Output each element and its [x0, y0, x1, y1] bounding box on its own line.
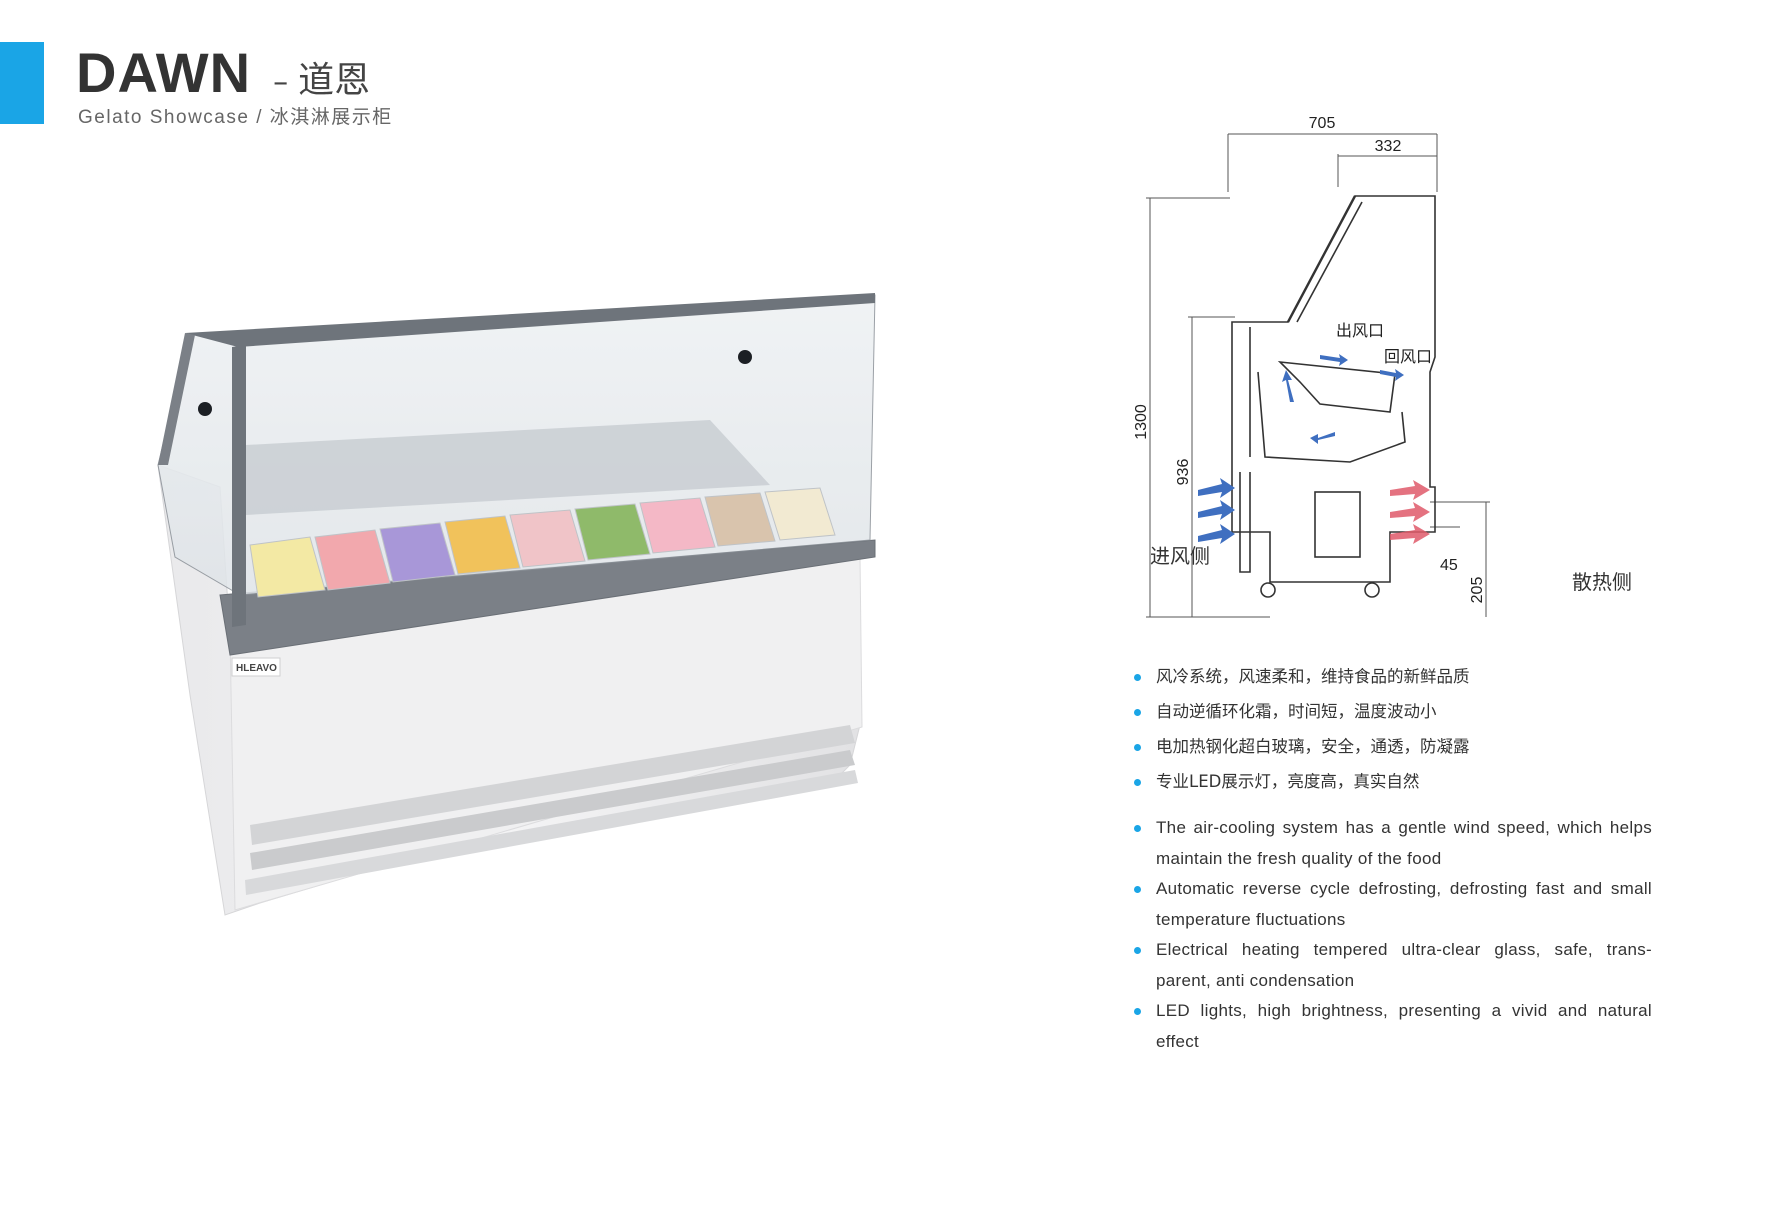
page-title: DAWN – 道恩 [76, 40, 370, 105]
wheel [1260, 582, 1276, 598]
page-subtitle: Gelato Showcase / 冰淇淋展示柜 [78, 107, 393, 128]
exhaust-arrow [1390, 480, 1430, 500]
dim-705: 705 [1309, 115, 1336, 132]
grill-louver [250, 750, 855, 870]
return-label: 回风口 [1384, 349, 1432, 366]
exhaust-side-label: 散热侧 [1572, 570, 1632, 594]
brand-plate [231, 657, 281, 677]
bullet-icon [1134, 779, 1141, 786]
exhaust-arrow [1390, 524, 1430, 544]
bullet-icon [1134, 886, 1141, 893]
airflow-arrow [1310, 432, 1335, 444]
accent-bar [0, 42, 44, 124]
intake-side-label: 进风侧 [1150, 544, 1210, 568]
title-separator: – [273, 65, 289, 100]
feature-en-item: Electrical heating tempered ultra-clear … [1132, 935, 1652, 996]
feature-en-item: The air-cooling system has a gentle wind… [1132, 813, 1652, 874]
dim-936: 936 [1175, 459, 1192, 486]
features-cn-list: 风冷系统，风速柔和，维持食品的新鲜品质 自动逆循环化霜，时间短，温度波动小 电加… [1132, 663, 1662, 803]
dim-1300: 1300 [1133, 404, 1150, 440]
inner-pan [1277, 360, 1396, 413]
bullet-icon [1134, 674, 1141, 681]
lamp [738, 350, 752, 364]
gelato-pans [249, 487, 836, 598]
compressor-box [1314, 491, 1361, 558]
bullet-icon [1134, 947, 1141, 954]
side-view-diagram: 705 332 1300 936 205 45 出风口 回风口 [1133, 115, 1490, 618]
intake-arrow [1198, 478, 1235, 498]
interior-back-wall [246, 420, 770, 515]
dim-332: 332 [1375, 138, 1402, 155]
canopy-top-frame [185, 293, 875, 347]
feature-en-item: Automatic reverse cycle defrosting, defr… [1132, 874, 1652, 935]
outlet-label: 出风口 [1336, 322, 1384, 340]
lamp [198, 402, 212, 416]
exhaust-arrow [1390, 502, 1430, 522]
airflow-arrow [1380, 369, 1404, 381]
bullet-icon [1134, 744, 1141, 751]
wheel [1364, 582, 1380, 598]
product-image: HLEAVO [157, 293, 876, 916]
grill-louver [250, 725, 855, 845]
feature-cn-item: 专业LED展示灯，亮度高，真实自然 [1132, 768, 1662, 803]
grill-louver [245, 770, 858, 895]
product-name: DAWN [76, 41, 252, 104]
airflow-arrow [1320, 354, 1348, 366]
brand-label: HLEAVO [236, 663, 277, 674]
feature-cn-item: 电加热钢化超白玻璃，安全，通透，防凝露 [1132, 733, 1662, 768]
canopy-side-frame [158, 333, 195, 465]
product-name-cn: 道恩 [298, 60, 371, 101]
feature-cn-item: 自动逆循环化霜，时间短，温度波动小 [1132, 698, 1662, 733]
dim-205: 205 [1469, 577, 1486, 604]
bullet-icon [1134, 1008, 1141, 1015]
canopy-front-frame [232, 345, 246, 627]
features-en-list: The air-cooling system has a gentle wind… [1132, 813, 1652, 1057]
bullet-icon [1134, 709, 1141, 716]
dim-45: 45 [1440, 557, 1458, 574]
bullet-icon [1134, 825, 1141, 832]
intake-arrow [1198, 500, 1235, 520]
feature-cn-item: 风冷系统，风速柔和，维持食品的新鲜品质 [1132, 663, 1662, 698]
feature-en-item: LED lights, high brightness, presenting … [1132, 996, 1652, 1057]
intake-arrow [1198, 524, 1235, 544]
airflow-arrow [1282, 370, 1294, 402]
